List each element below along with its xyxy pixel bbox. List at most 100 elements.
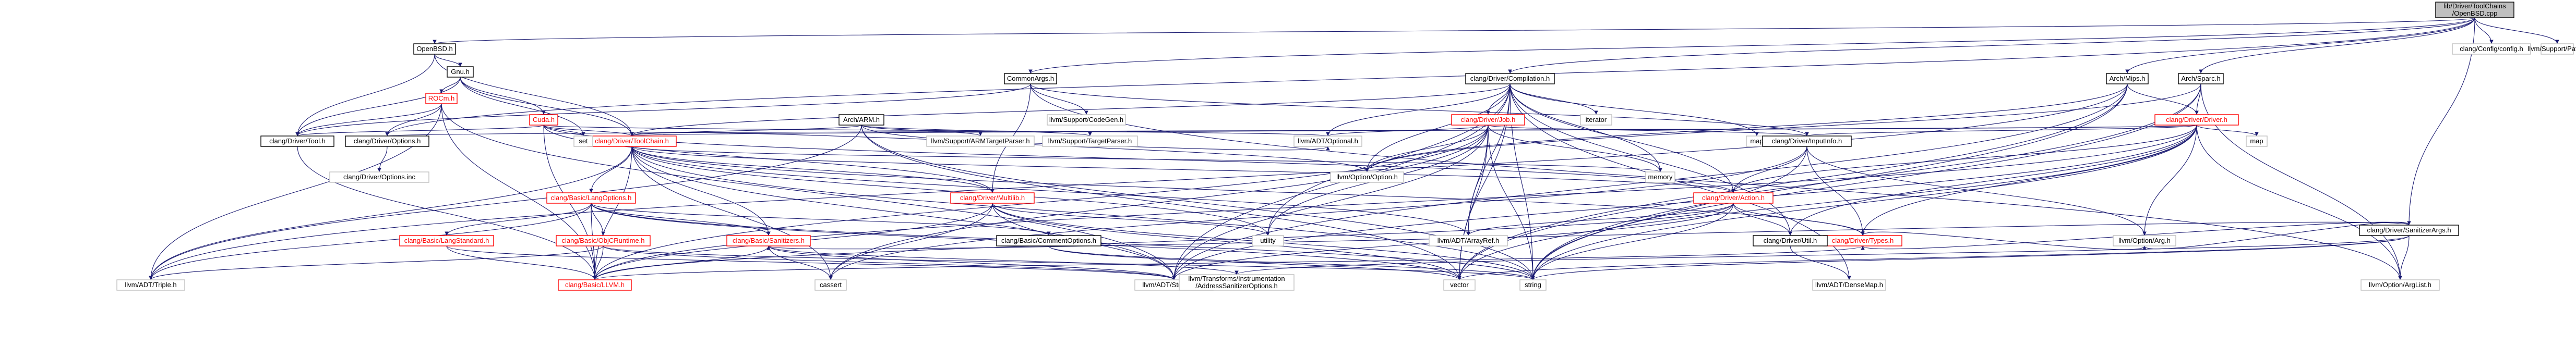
node-box	[1429, 235, 1508, 246]
node-box[interactable]	[1004, 73, 1057, 84]
edge-arch-arm-h-to-string	[861, 125, 1535, 280]
node-box[interactable]	[2154, 114, 2239, 126]
node-root[interactable]: lib/Driver/ToolChains/OpenBSD.cpp	[2435, 2, 2514, 18]
node-box[interactable]	[546, 192, 636, 204]
node-label: llvm/ADT/Triple.h	[125, 281, 176, 289]
edge-tool-h-to-llvm-h	[297, 146, 597, 280]
node-box[interactable]	[1693, 192, 1774, 204]
node-box[interactable]	[447, 66, 474, 78]
edge-compilation-h-to-toolchain-h	[630, 83, 1511, 137]
node-util-h[interactable]: clang/Driver/Util.h	[1753, 235, 1828, 246]
node-box[interactable]	[2359, 225, 2459, 236]
edge-driver-h-to-llvm-h	[593, 125, 2197, 280]
node-box[interactable]	[950, 192, 1035, 204]
node-box[interactable]	[1465, 73, 1555, 84]
node-commentoptions-h[interactable]: clang/Basic/CommentOptions.h	[996, 235, 1101, 246]
node-label: llvm/ADT/ArrayRef.h	[1437, 237, 1499, 244]
node-label: map	[1750, 137, 1763, 145]
node-box	[2113, 235, 2176, 246]
edge-toolchain-h-to-multilib-h	[631, 146, 995, 193]
edge-action-h-to-util-h	[1733, 203, 1792, 236]
edge-job-h-to-llvm-h	[593, 125, 1489, 280]
edge-inputinfo-h-to-types-h	[1806, 146, 1865, 236]
edge-action-h-to-string	[1531, 203, 1734, 280]
node-inputinfo-h[interactable]: clang/Driver/InputInfo.h	[1762, 135, 1852, 147]
edge-objcruntime-h-to-llvm-h	[593, 245, 604, 280]
node-label: llvm/Support/ARMTargetParser.h	[931, 137, 1029, 145]
node-sanitizers-h[interactable]: clang/Basic/Sanitizers.h	[726, 235, 811, 246]
node-toolchain-h[interactable]: clang/Driver/ToolChain.h	[587, 135, 677, 147]
edge-compilation-h-to-arrayref-h	[1466, 83, 1511, 236]
node-options-h[interactable]: clang/Driver/Options.h	[345, 135, 429, 147]
edge-util-h-to-densemap-h	[1790, 245, 1851, 280]
node-iterator: iterator	[1580, 114, 1612, 126]
node-label: clang/Driver/ToolChain.h	[595, 137, 669, 145]
node-triple-h: llvm/ADT/Triple.h	[116, 279, 185, 291]
node-langstandard-h[interactable]: clang/Basic/LangStandard.h	[399, 235, 494, 246]
node-llvm-h[interactable]: clang/Basic/LLVM.h	[558, 279, 632, 291]
node-arch-arm-h[interactable]: Arch/ARM.h	[838, 114, 884, 126]
node-tool-h[interactable]: clang/Driver/Tool.h	[260, 135, 334, 147]
node-box[interactable]	[2178, 73, 2224, 84]
node-arch-mips-h[interactable]: Arch/Mips.h	[2106, 73, 2149, 84]
edge-commentoptions-h-to-vector	[1048, 245, 1461, 280]
node-box[interactable]	[556, 235, 651, 246]
node-compilation-h[interactable]: clang/Driver/Compilation.h	[1465, 73, 1555, 84]
node-arch-sparc-h[interactable]: Arch/Sparc.h	[2178, 73, 2224, 84]
edge-commonargs-h-to-arglist-h	[1030, 83, 2402, 280]
node-box[interactable]	[260, 135, 334, 147]
node-box[interactable]	[1753, 235, 1828, 246]
edge-types-h-to-llvm-h	[593, 245, 1863, 280]
node-box[interactable]	[996, 235, 1101, 246]
node-label: llvm/ADT/Optional.h	[1298, 137, 1358, 145]
node-box[interactable]	[726, 235, 811, 246]
node-box[interactable]	[2435, 2, 2514, 18]
node-box	[2452, 43, 2531, 55]
node-box[interactable]	[413, 43, 456, 55]
edge-root-to-sanitizerargs-h	[2407, 17, 2475, 226]
node-box[interactable]	[558, 279, 632, 291]
node-box[interactable]	[399, 235, 494, 246]
node-rocm-h[interactable]: ROCm.h	[425, 93, 458, 104]
node-job-h[interactable]: clang/Driver/Job.h	[1451, 114, 1525, 126]
node-action-h[interactable]: clang/Driver/Action.h	[1693, 192, 1774, 204]
node-box[interactable]	[2106, 73, 2149, 84]
edge-objcruntime-h-to-triple-h	[149, 245, 604, 280]
edge-root-to-commonargs-h	[1028, 17, 2475, 74]
node-box	[1179, 274, 1295, 291]
node-targetparser-h: llvm/Support/TargetParser.h	[1042, 135, 1138, 147]
node-multilib-h[interactable]: clang/Driver/Multilib.h	[950, 192, 1035, 204]
node-box[interactable]	[345, 135, 429, 147]
node-driver-h[interactable]: clang/Driver/Driver.h	[2154, 114, 2239, 126]
edge-gnu-h-to-tool-h	[295, 77, 461, 137]
node-option-h: llvm/Option/Option.h	[1330, 171, 1404, 183]
node-box[interactable]	[529, 114, 558, 126]
edge-inputinfo-h-to-string	[1531, 146, 1807, 280]
node-box[interactable]	[425, 93, 458, 104]
edge-sanitizers-h-to-llvm-h	[593, 245, 769, 280]
nodes-layer: lib/Driver/ToolChains/OpenBSD.cppOpenBSD…	[116, 2, 2576, 291]
edge-arch-arm-h-to-armtargetparser-h	[861, 125, 983, 137]
node-types-h[interactable]: clang/Driver/Types.h	[1823, 235, 1902, 246]
node-sanitizerargs-h[interactable]: clang/Driver/SanitizerArgs.h	[2359, 225, 2459, 236]
node-label: CommonArgs.h	[1007, 75, 1054, 82]
node-label: vector	[1450, 281, 1469, 289]
node-commonargs-h[interactable]: CommonArgs.h	[1004, 73, 1057, 84]
edge-job-h-to-option-h	[1365, 125, 1489, 172]
edge-sanitizerargs-h-to-addresssan-h	[1235, 235, 2410, 275]
node-objcruntime-h[interactable]: clang/Basic/ObjCRuntime.h	[556, 235, 651, 246]
node-box	[1580, 114, 1612, 126]
node-label: Arch/Sparc.h	[2181, 75, 2220, 82]
node-label: Gnu.h	[451, 68, 469, 76]
node-label: clang/Basic/ObjCRuntime.h	[562, 237, 645, 244]
node-label: /AddressSanitizerOptions.h	[1195, 282, 1278, 290]
node-cuda-h[interactable]: Cuda.h	[529, 114, 558, 126]
node-box[interactable]	[1762, 135, 1852, 147]
node-box[interactable]	[838, 114, 884, 126]
node-openbsd-h[interactable]: OpenBSD.h	[413, 43, 456, 55]
edge-gnu-h-to-rocm-h	[439, 77, 461, 94]
edge-driver-h-to-stringref-h	[1172, 125, 2197, 280]
node-gnu-h[interactable]: Gnu.h	[447, 66, 474, 78]
node-langoptions-h[interactable]: clang/Basic/LangOptions.h	[546, 192, 636, 204]
node-box[interactable]	[1451, 114, 1525, 126]
